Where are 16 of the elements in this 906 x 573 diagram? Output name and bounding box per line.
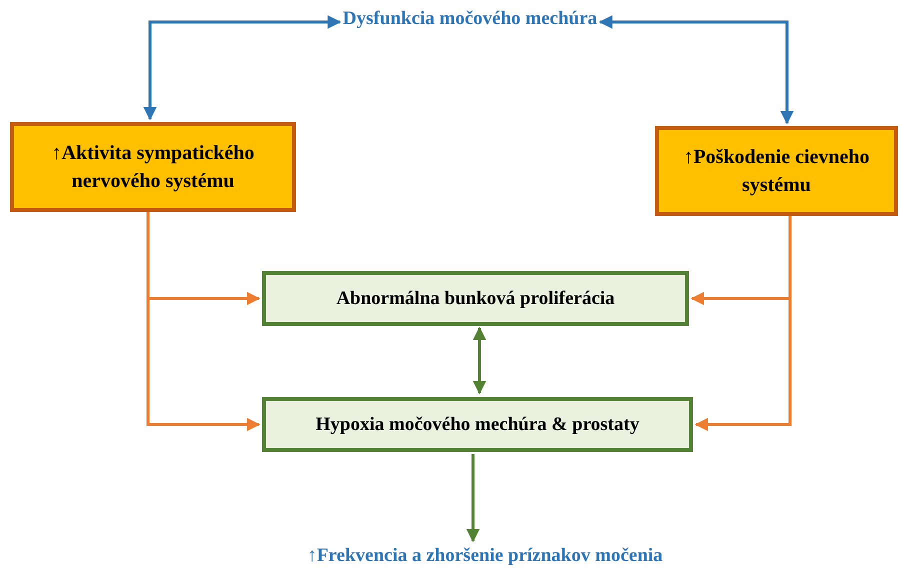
box-label: ↑Poškodenie cievneho systému: [682, 145, 871, 198]
process-box: [262, 271, 689, 326]
heading-text: Dysfunkcia močového mechúra: [342, 8, 598, 30]
process-box: [655, 126, 898, 216]
arrow: [143, 15, 342, 120]
process-box: [10, 122, 296, 212]
arrow: [598, 15, 794, 124]
arrow: [472, 326, 486, 394]
arrow: [466, 454, 480, 542]
arrow: [146, 212, 260, 432]
box-label: Abnormálna bunková proliferácia: [336, 288, 615, 310]
arrow: [694, 216, 792, 432]
box-label: Hypoxia močového mechúra & prostaty: [316, 414, 640, 436]
box-label: ↑Aktivita sympatického nervového systému: [50, 141, 256, 194]
outcome-text: ↑Frekvencia a zhoršenie príznakov močenia: [307, 545, 663, 567]
process-box: [262, 397, 693, 452]
